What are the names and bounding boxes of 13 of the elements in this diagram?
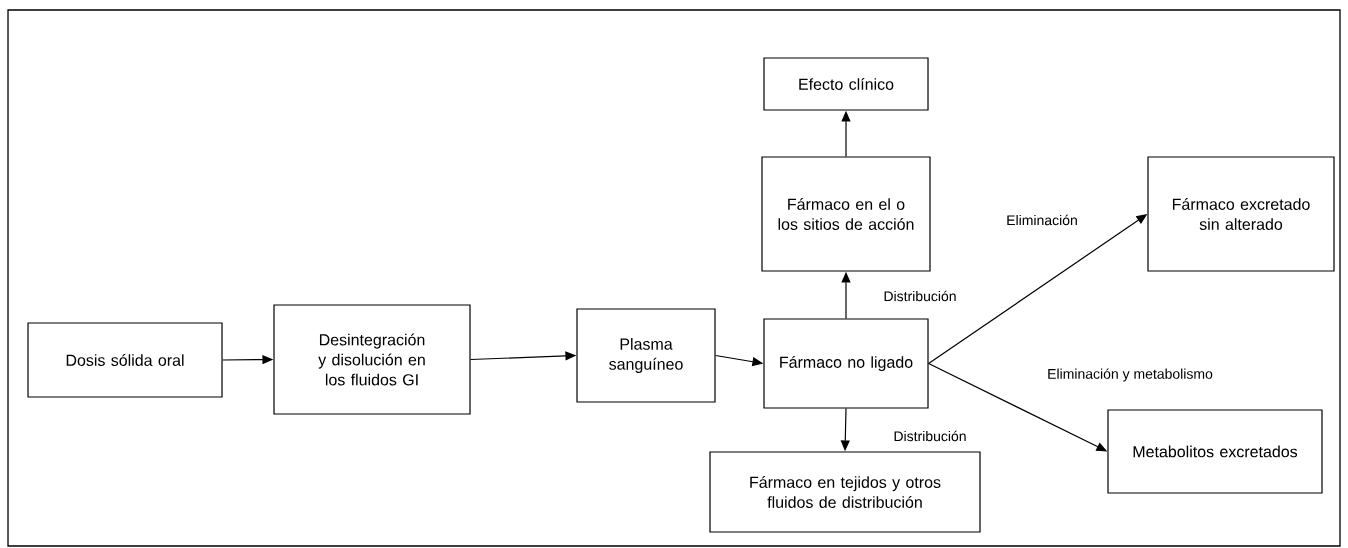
process-box: Dosis sólida oral — [27, 322, 223, 398]
process-box: Fármaco no ligado — [763, 318, 929, 409]
process-box: Desintegración y disolución en los fluidos GI — [273, 304, 471, 415]
edge-label: Eliminación y metabolismo — [1045, 366, 1215, 384]
process-box: Fármaco excretado sin alterado — [1147, 156, 1335, 272]
edge-label: Distribución — [891, 428, 969, 444]
edge-label: Eliminación — [1004, 212, 1080, 228]
process-box: Fármaco en tejidos y otros fluidos de distribución — [709, 451, 981, 533]
edge-label: Distribución — [881, 288, 959, 304]
process-box: Fármaco en el o los sitios de acción — [761, 156, 931, 272]
process-box: Efecto clínico — [763, 57, 929, 111]
process-box: Metabolitos excretados — [1107, 409, 1323, 494]
process-box: Plasma sanguíneo — [576, 308, 716, 403]
